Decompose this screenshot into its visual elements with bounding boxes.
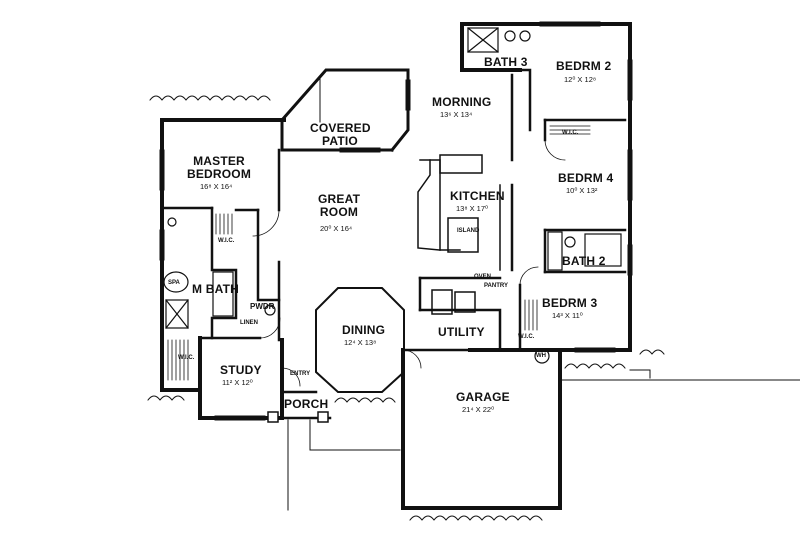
dining-size: 12⁴ X 13⁸ xyxy=(344,338,377,347)
wic-bedrm2-label: W.I.C. xyxy=(562,130,579,136)
great-room-size: 20⁰ X 16⁴ xyxy=(320,224,353,233)
bedrm2-size: 12⁰ X 12⁸ xyxy=(564,75,597,84)
grade-lines xyxy=(559,369,800,381)
study-size: 11² X 12⁰ xyxy=(222,378,253,387)
master-bedroom-label: MASTER BEDROOM xyxy=(186,154,252,181)
bedrm4-label: BEDRM 4 xyxy=(558,171,614,185)
shrubs xyxy=(147,95,665,521)
bedrm3-size: 14³ X 11⁰ xyxy=(552,311,583,320)
oven-label: OVEN xyxy=(474,274,492,280)
linen-label: LINEN xyxy=(240,320,258,326)
dining-label: DINING xyxy=(342,323,386,337)
windows xyxy=(159,21,633,421)
water-heater xyxy=(534,348,550,364)
kitchen-size: 13⁸ X 17⁰ xyxy=(456,204,489,213)
bath-fixtures xyxy=(163,27,622,329)
bedrm3-label: BEDRM 3 xyxy=(542,296,598,310)
bath2-label: BATH 2 xyxy=(562,254,606,268)
kitchen-counters xyxy=(417,154,501,315)
covered-patio-label: COVERED PATIO xyxy=(310,121,371,148)
wic-bath-label: W.I.C. xyxy=(178,355,195,361)
exterior-walls xyxy=(160,22,632,510)
master-bedroom-size: 16⁸ X 16⁴ xyxy=(200,182,233,191)
island-label: ISLAND xyxy=(457,228,480,234)
water-heater-label: WH xyxy=(536,353,546,359)
bedrm4-size: 10⁰ X 13² xyxy=(566,186,598,195)
great-room-label: GREAT ROOM xyxy=(318,192,361,219)
doors xyxy=(252,139,566,387)
entry-label: ENTRY xyxy=(290,371,311,377)
spa-label: SPA xyxy=(168,280,180,286)
pwdr-label: PWDR xyxy=(250,302,275,311)
morning-size: 13⁶ X 13⁴ xyxy=(440,110,473,119)
porch-label: PORCH xyxy=(284,397,329,411)
porch-columns xyxy=(267,411,329,423)
utility-label: UTILITY xyxy=(438,325,485,339)
covered-patio-outline xyxy=(279,68,410,153)
interior-walls xyxy=(160,68,627,420)
closet-shelving xyxy=(167,125,591,381)
walkway xyxy=(287,419,401,511)
study-label: STUDY xyxy=(220,363,262,377)
bath3-label: BATH 3 xyxy=(484,55,528,69)
morning-label: MORNING xyxy=(432,95,492,109)
bedrm2-label: BEDRM 2 xyxy=(556,59,612,73)
garage-label: GARAGE xyxy=(456,390,510,404)
m-bath-label: M BATH xyxy=(192,282,239,296)
wic-bedrm3-label: W.I.C. xyxy=(518,334,535,340)
pantry-label: PANTRY xyxy=(484,283,508,289)
wic-master-label: W.I.C. xyxy=(218,238,235,244)
garage-size: 21⁴ X 22⁰ xyxy=(462,405,495,414)
kitchen-label: KITCHEN xyxy=(450,189,505,203)
